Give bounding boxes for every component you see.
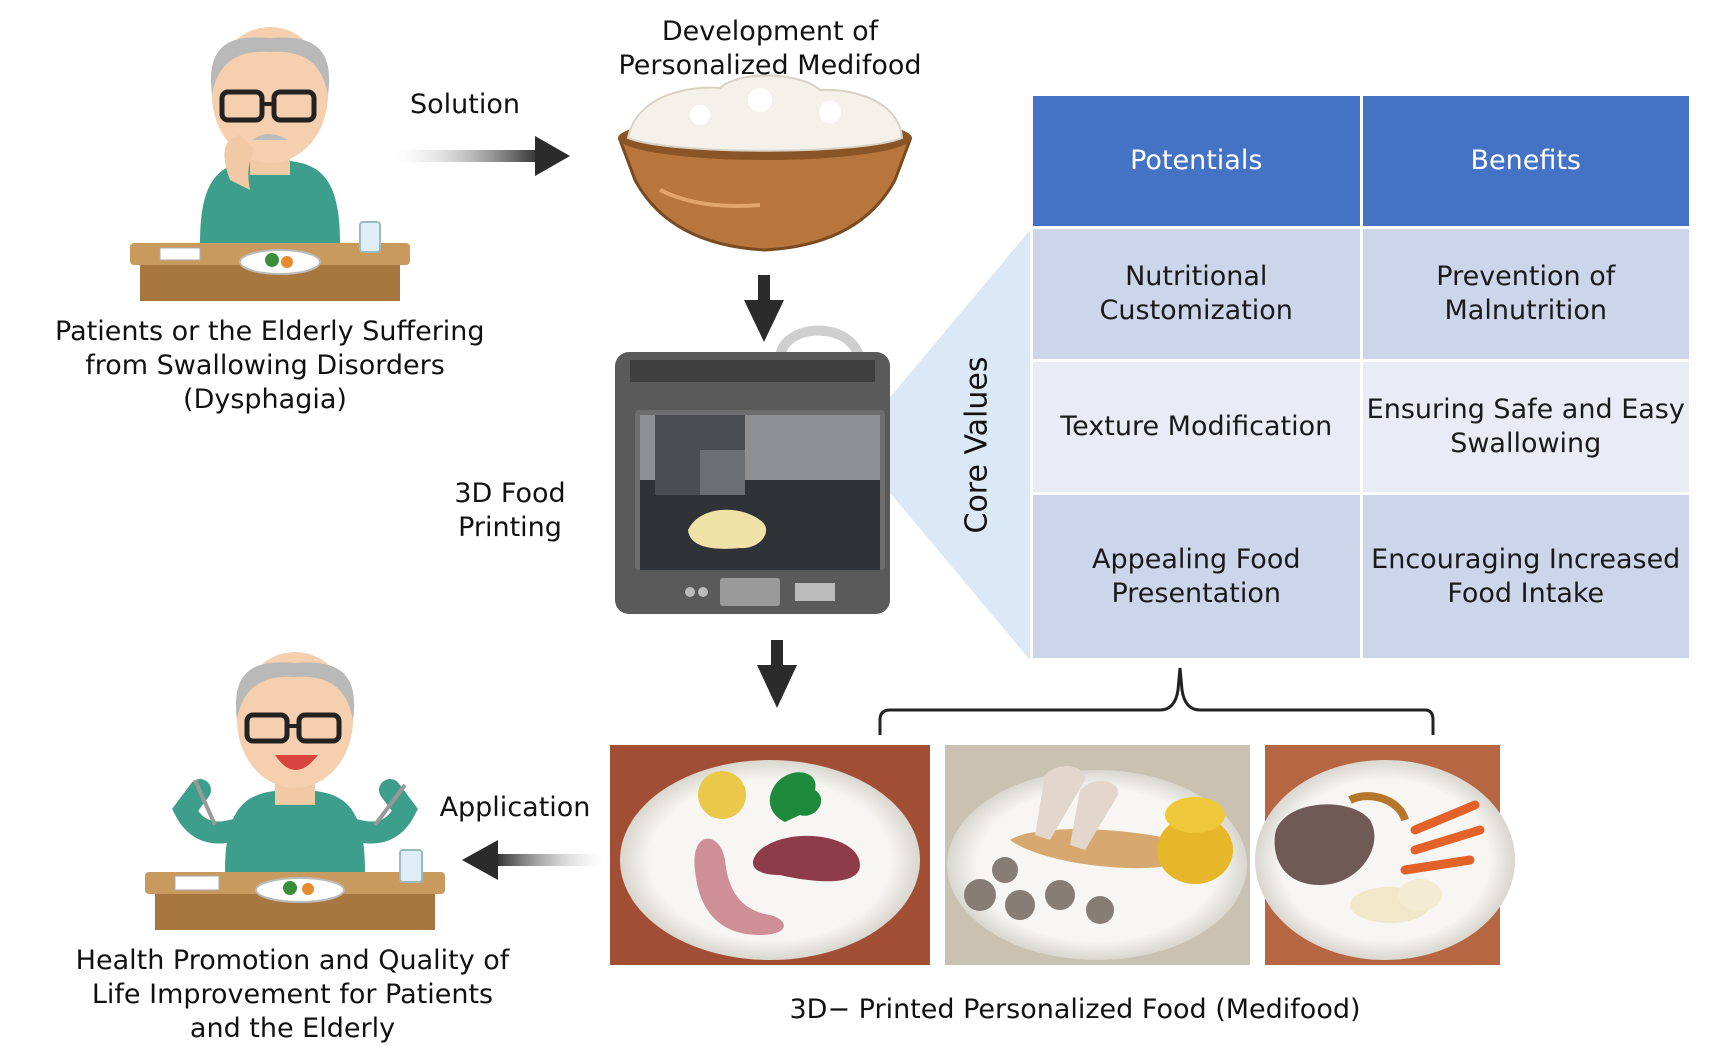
solution-arrow: [395, 136, 570, 176]
outcome-label: Health Promotion and Quality of Life Imp…: [75, 944, 510, 1046]
development-label-line: Development of: [661, 16, 879, 47]
core-values-callout: [850, 230, 1030, 660]
benefit-cell: Ensuring Safe and Easy Swallowing: [1359, 359, 1692, 496]
development-label-line: Personalized Medifood: [618, 50, 922, 81]
potential-cell: Appealing Food Presentation: [1030, 492, 1363, 661]
potential-cell: Texture Modification: [1030, 359, 1363, 496]
header-benefits: Benefits: [1359, 92, 1692, 230]
printing-label: 3D Food Printing: [440, 477, 580, 545]
down-arrow-to-printer: [744, 275, 784, 342]
3d-printer-icon: [615, 325, 890, 614]
outcome-label-line: Health Promotion and Quality of: [75, 945, 510, 976]
medifood-photo-3: [1255, 745, 1515, 965]
printed-food-label: 3D− Printed Personalized Food (Medifood): [789, 994, 1361, 1025]
core-values-table: Potentials Benefits Nutritional Customiz…: [1030, 92, 1692, 661]
printing-label-line: 3D Food: [454, 478, 566, 509]
table-row: Appealing Food Presentation Encouraging …: [1030, 492, 1692, 661]
patient-label: Patients or the Elderly Suffering from S…: [55, 315, 485, 417]
development-label: Development of Personalized Medifood: [590, 15, 950, 83]
header-potentials: Potentials: [1030, 92, 1363, 230]
happy-elderly-man-eating-icon: [145, 652, 445, 930]
patient-label-line: (Dysphagia): [183, 384, 347, 415]
rice-bowl-icon: [617, 74, 913, 252]
outcome-label-line: and the Elderly: [189, 1013, 396, 1044]
elderly-man-thinking-icon: [130, 27, 410, 301]
benefit-cell: Encouraging Increased Food Intake: [1359, 492, 1692, 661]
application-arrow: [462, 840, 605, 880]
solution-label: Solution: [410, 89, 520, 120]
printing-label-line: Printing: [458, 512, 562, 543]
table-row: Nutritional Customization Prevention of …: [1030, 226, 1692, 363]
table-row: Texture Modification Ensuring Safe and E…: [1030, 359, 1692, 496]
table-header-row: Potentials Benefits: [1030, 92, 1692, 230]
down-arrow-to-food: [757, 640, 797, 708]
patient-label-line: Patients or the Elderly Suffering: [55, 316, 485, 347]
benefit-cell: Prevention of Malnutrition: [1359, 226, 1692, 363]
outcome-label-line: Life Improvement for Patients: [91, 979, 494, 1010]
application-label: Application: [439, 792, 591, 823]
patient-label-line: from Swallowing Disorders: [85, 350, 445, 381]
medifood-photo-2: [945, 745, 1250, 965]
medifood-photo-1: [610, 745, 930, 965]
potential-cell: Nutritional Customization: [1030, 226, 1363, 363]
table-to-food-brace: [878, 667, 1435, 735]
